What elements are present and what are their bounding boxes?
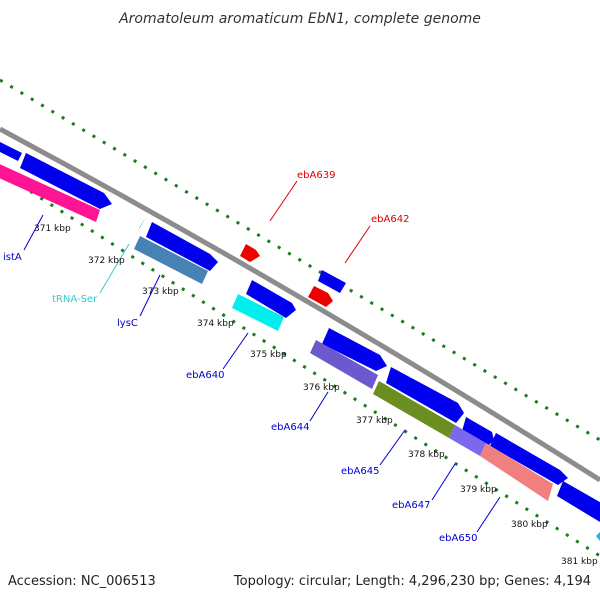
ebA644-gene	[310, 340, 378, 389]
lysC-gene	[134, 236, 208, 284]
lysC-leader	[139, 274, 161, 317]
tick-label: 374 kbp	[197, 319, 234, 329]
ebA640-gene	[232, 294, 284, 331]
gene-arrow	[462, 417, 494, 446]
tick-label: 379 kbp	[460, 485, 497, 495]
ebA650-leader	[476, 496, 501, 533]
istA-gene	[0, 164, 100, 222]
gene-label-tRNA-Ser: tRNA-Ser	[52, 294, 98, 305]
tick-label: 381 kbp	[561, 557, 598, 567]
gene-label-istA: istA	[3, 252, 22, 263]
gene-label-lysC: lysC	[117, 318, 138, 329]
accession-text: Accession: NC_006513	[8, 574, 156, 589]
gene-arrow	[557, 481, 600, 522]
ebA639-leader	[269, 180, 298, 222]
tick-label: 376 kbp	[303, 383, 340, 393]
ebA645-leader	[379, 429, 406, 466]
tick-label: 373 kbp	[142, 287, 179, 297]
tRNA-Ser-leader	[99, 243, 130, 294]
inner-dashed-ring	[0, 170, 600, 558]
gene-arrow	[318, 270, 346, 293]
gene-label-ebA640: ebA640	[186, 370, 224, 381]
gene-arrow	[490, 433, 568, 485]
ebA647-leader	[431, 463, 456, 501]
map-title: Aromatoleum aromaticum EbN1, complete ge…	[118, 11, 481, 27]
tick-label: 377 kbp	[356, 416, 393, 426]
ebA642-gene	[308, 286, 333, 307]
gene-arrow	[146, 222, 218, 271]
gene-arrow	[246, 280, 296, 318]
tRNA-Ser-gene	[138, 217, 146, 231]
ebA647-gene	[449, 425, 486, 456]
gene-arrow	[386, 367, 464, 423]
tick-label: 371 kbp	[34, 224, 71, 234]
gene-label-ebA644: ebA644	[271, 422, 309, 433]
gene-label-ebA650: ebA650	[439, 533, 477, 544]
gene-label-ebA645: ebA645	[341, 466, 379, 477]
ebA650-gene	[480, 443, 553, 501]
gene-arrow	[20, 153, 112, 209]
ebA640-leader	[222, 332, 249, 370]
outer-dashed-ring	[0, 78, 600, 442]
small-cyan-gene	[596, 532, 600, 541]
genome-backbone	[0, 126, 600, 483]
genome-summary-text: Topology: circular; Length: 4,296,230 bp…	[233, 574, 591, 589]
tick-label: 372 kbp	[88, 256, 125, 266]
ebA644-leader	[309, 391, 329, 422]
gene-label-ebA642: ebA642	[371, 214, 409, 225]
tick-label: 375 kbp	[250, 350, 287, 360]
istA-leader	[23, 214, 44, 251]
tick-label: 380 kbp	[511, 520, 548, 530]
gene-arrow	[322, 328, 387, 371]
gene-label-ebA639: ebA639	[297, 170, 335, 181]
ebA645-gene	[373, 381, 455, 438]
ebA639-gene	[240, 244, 260, 262]
gene-label-ebA647: ebA647	[392, 500, 430, 511]
gene-arrow	[0, 142, 22, 161]
ebA642-leader	[344, 225, 371, 264]
tick-label: 378 kbp	[408, 450, 445, 460]
